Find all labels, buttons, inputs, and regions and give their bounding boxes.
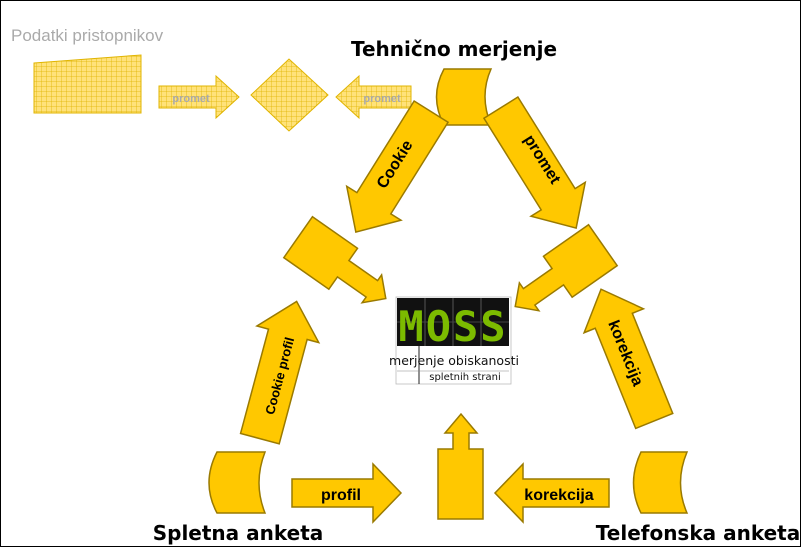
connector-right xyxy=(514,223,619,312)
datastore-bottom-right xyxy=(632,451,689,514)
moss-logo-letters: MOSS xyxy=(398,302,507,351)
moss-logo-line2: spletnih strani xyxy=(429,372,501,383)
node-web-survey-label: Spletna anketa xyxy=(153,521,324,545)
arrow-korekcija-bottom xyxy=(493,462,610,524)
arrow-cookie xyxy=(345,100,450,233)
node-technical-label: Tehnično merjenje xyxy=(351,37,557,61)
legend-arrow-right-label: promet xyxy=(363,93,401,105)
datastore-bottom-left xyxy=(208,451,267,514)
arrow-korekcija-right xyxy=(582,288,674,430)
connector-bottom xyxy=(437,412,484,520)
arrow-korekcija-bottom-label: korekcija xyxy=(524,487,593,504)
moss-logo: MOSS merjenje obiskanosti spletnih stran… xyxy=(389,296,519,385)
moss-logo-line1: merjenje obiskanosti xyxy=(389,353,519,368)
legend-arrow-right xyxy=(335,74,412,120)
datastore-top xyxy=(435,68,493,126)
legend-title: Podatki pristopnikov xyxy=(11,26,164,45)
connector-left xyxy=(282,215,387,304)
legend-arrow-left xyxy=(158,74,240,120)
node-phone-survey-label: Telefonska anketa xyxy=(596,521,800,545)
legend-arrow-left-label: promet xyxy=(172,93,210,105)
arrow-cookie-profil xyxy=(239,300,321,445)
arrow-promet xyxy=(482,96,587,229)
legend-parallelogram xyxy=(33,54,142,114)
arrow-profil-label: profil xyxy=(321,487,361,504)
arrow-profil xyxy=(291,462,403,524)
legend-diamond xyxy=(250,58,329,132)
